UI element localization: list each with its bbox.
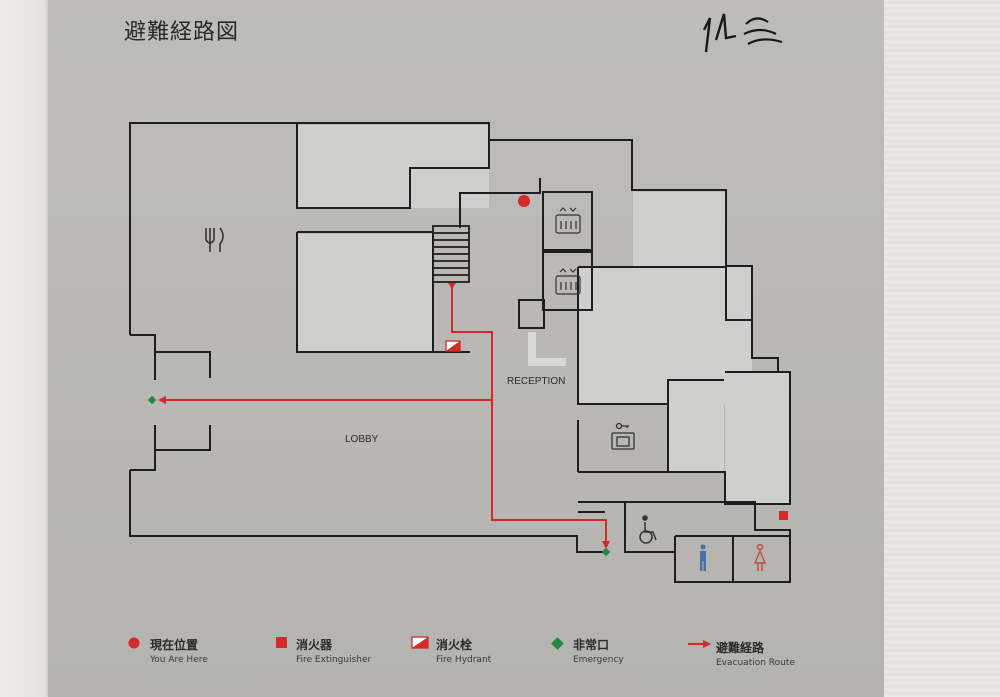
- legend-emergency-label: 非常口: [573, 638, 610, 652]
- legend-fire-hydrant-icon: [411, 636, 429, 649]
- elevator-2-shaft: [542, 251, 593, 311]
- legend-fire-hydrant-label: 消火栓: [436, 638, 473, 652]
- elevator-icons: [555, 207, 581, 295]
- entrance-vestibule-top: [130, 334, 211, 378]
- emergency-exit-south: [601, 547, 611, 557]
- wall-background-right: [884, 0, 1000, 697]
- you-are-here-marker: [518, 195, 530, 207]
- legend-fire-extinguisher-label: 消火器: [296, 638, 333, 652]
- legend-you-are-here-sub: You Are Here: [150, 655, 208, 665]
- legend-emergency-icon: [551, 637, 564, 650]
- wall-north-corridor: [489, 139, 753, 320]
- legend-evacuation-route-sub: Evacuation Route: [716, 658, 795, 668]
- legend-fire-hydrant-sub: Fire Hydrant: [436, 655, 492, 665]
- key-room-icon: [611, 422, 635, 450]
- legend-fire-extinguisher-icon: [276, 637, 287, 648]
- reception-label: RECEPTION: [507, 376, 565, 387]
- legend-icons: [128, 636, 711, 650]
- walls: [129, 122, 791, 583]
- room-mid-left-fill: [297, 234, 433, 352]
- room-right-small-fill: [668, 380, 724, 472]
- room-fills: [297, 125, 789, 504]
- wall-right-block: [578, 266, 779, 373]
- elevator-1-shaft: [542, 191, 593, 251]
- legend-emergency-sub: Emergency: [573, 655, 624, 665]
- female-toilet-icon: [753, 543, 767, 571]
- wall-core: [459, 178, 541, 228]
- room-upper-right-fill: [633, 192, 726, 266]
- lobby-label: LOBBY: [345, 434, 379, 445]
- legend-fire-extinguisher-sub: Fire Extinguisher: [296, 655, 372, 665]
- route-arrow-west: [158, 396, 166, 404]
- male-toilet-icon: [700, 544, 706, 571]
- legend-evacuation-route-icon: [688, 640, 711, 648]
- room-upper-left-fill: [297, 125, 489, 208]
- outer-wall-west: [129, 122, 297, 335]
- route-start-marker: [448, 283, 456, 289]
- map-title: 避難経路図: [124, 20, 240, 45]
- pillar: [518, 299, 545, 329]
- wheelchair-icon: [639, 515, 657, 544]
- fire-hydrant-marker: [445, 340, 461, 352]
- handwritten-mark: [702, 13, 783, 53]
- restaurant-icon: [205, 227, 224, 252]
- room-right-tall-fill: [725, 372, 789, 504]
- staircase: [432, 225, 470, 283]
- reception-desk: [528, 332, 566, 366]
- legend-you-are-here-icon: [128, 637, 140, 649]
- route-arrow-south: [602, 541, 610, 549]
- legend-you-are-here-label: 現在位置: [150, 638, 199, 652]
- wall-upper-room: [296, 122, 490, 209]
- entrance-vestibule-bottom: [130, 425, 211, 471]
- wall-background-left: [0, 0, 50, 697]
- evacuation-route: [162, 286, 607, 544]
- legend-evacuation-route-label: 避難経路: [716, 641, 765, 655]
- emergency-exit-west: [147, 395, 157, 405]
- fire-extinguisher-marker: [779, 511, 788, 520]
- outer-wall-west-lower: [129, 470, 605, 553]
